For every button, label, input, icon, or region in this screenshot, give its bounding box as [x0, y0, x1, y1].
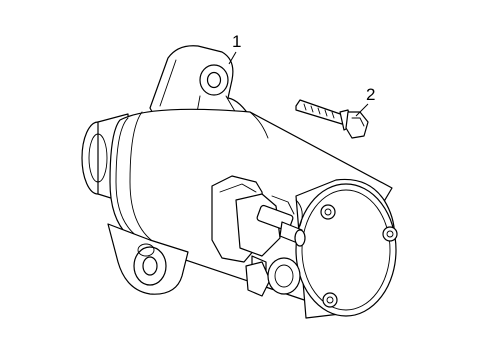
callout-1: 1: [228, 32, 241, 65]
leader-line-2: [355, 103, 369, 117]
mounting-bolt: [295, 99, 369, 139]
leader-line-1: [228, 51, 237, 65]
end-cap-bolt-top: [320, 204, 336, 220]
end-cap-bolt-bottom: [322, 292, 338, 308]
lower-mounting-ear: [107, 223, 189, 295]
callout-number-2: 2: [366, 85, 375, 104]
starter-motor-assembly: [81, 45, 398, 319]
callout-2: 2: [355, 85, 375, 117]
solenoid-end-cap: [295, 178, 398, 319]
end-cap-bolt-right: [382, 226, 398, 242]
terminal-assembly: [211, 175, 306, 297]
callout-number-1: 1: [232, 32, 241, 51]
